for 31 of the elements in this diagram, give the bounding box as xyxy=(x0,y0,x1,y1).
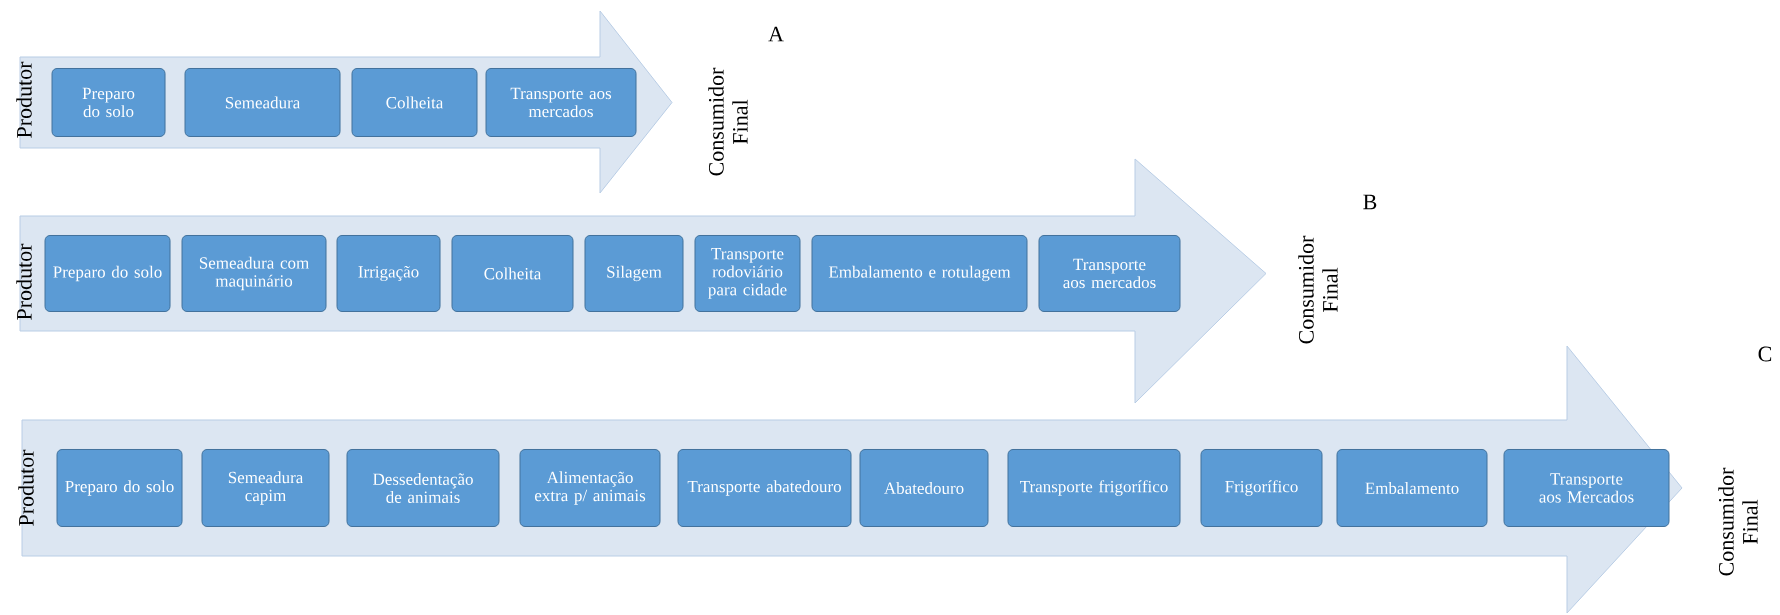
side-label: Produtor xyxy=(18,449,34,526)
step-box: Frigorífico xyxy=(1200,449,1323,527)
step-box: Transporte abatedouro xyxy=(677,449,852,527)
side-label: Consumidor Final xyxy=(708,67,748,176)
side-label: Produtor xyxy=(16,243,32,320)
side-label: Produtor xyxy=(16,61,32,138)
step-box: Transporte aos mercados xyxy=(1038,235,1181,312)
step-box: Transporte aos Mercados xyxy=(1503,449,1670,527)
step-box: Semeadura xyxy=(184,68,341,137)
step-box: Colheita xyxy=(351,68,478,137)
side-label: Consumidor Final xyxy=(1718,467,1758,576)
step-box: Transporte rodoviário para cidade xyxy=(694,235,801,312)
panel-letter: A xyxy=(768,26,784,42)
step-box: Preparo do solo xyxy=(44,235,171,312)
step-box: Preparo do solo xyxy=(51,68,166,137)
step-box: Silagem xyxy=(584,235,684,312)
step-box: Abatedouro xyxy=(859,449,989,527)
step-box: Embalamento xyxy=(1336,449,1488,527)
step-box: Transporte aos mercados xyxy=(485,68,637,137)
step-box: Transporte frigorífico xyxy=(1007,449,1181,527)
step-box: Semeadura capim xyxy=(201,449,330,527)
panel-letter: C xyxy=(1758,346,1772,362)
step-box: Preparo do solo xyxy=(56,449,183,527)
side-label: Consumidor Final xyxy=(1298,235,1338,344)
step-box: Alimentação extra p/ animais xyxy=(519,449,661,527)
step-box: Irrigação xyxy=(336,235,441,312)
step-box: Semeadura com maquinário xyxy=(181,235,327,312)
step-box: Dessedentação de animais xyxy=(346,449,500,527)
panel-letter: B xyxy=(1363,194,1377,210)
step-box: Embalamento e rotulagem xyxy=(811,235,1028,312)
step-box: Colheita xyxy=(451,235,574,312)
